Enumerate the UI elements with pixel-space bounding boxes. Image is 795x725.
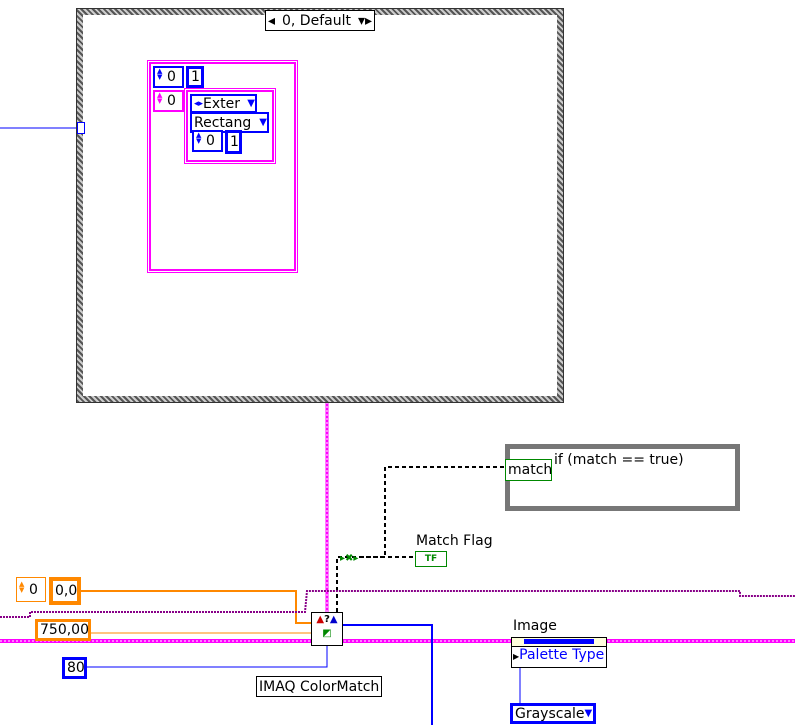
formula-code[interactable]: if (match == true) bbox=[554, 452, 684, 468]
array-index-outer[interactable]: ▲▼0 bbox=[153, 66, 184, 88]
error-arrows-icon: ▸✖▸ bbox=[340, 553, 358, 564]
point-constant[interactable]: 0,0 bbox=[49, 577, 81, 605]
decrement-icon[interactable]: ◂ bbox=[268, 12, 276, 29]
point-wire bbox=[80, 590, 312, 624]
case-selector-terminal bbox=[77, 122, 85, 134]
array-value-outer[interactable]: 1 bbox=[186, 66, 204, 88]
selector-dropdown-icon[interactable]: ▾▸ bbox=[357, 12, 372, 29]
image-property-node[interactable]: ▶Palette Type bbox=[511, 637, 607, 668]
inner-array-value[interactable]: 1 bbox=[225, 130, 242, 154]
enum-arrows-icon: ◂▸ bbox=[194, 98, 204, 109]
imaq-colormatch-label: IMAQ ColorMatch bbox=[256, 676, 383, 697]
numeric-wire-out bbox=[342, 624, 433, 725]
array-index-pink[interactable]: ▲▼0 bbox=[153, 90, 184, 112]
color-swatch-icon: ◩ bbox=[322, 628, 332, 639]
dropdown-icon[interactable]: ▼ bbox=[584, 708, 593, 719]
spinner-icon[interactable]: ▲▼ bbox=[157, 67, 163, 81]
boolean-wire-formula bbox=[336, 466, 505, 612]
image-label: Image bbox=[513, 618, 557, 634]
match-flag-indicator[interactable]: TF bbox=[415, 551, 447, 567]
numeric-constant-80[interactable]: 80 bbox=[62, 657, 87, 679]
spinner-icon[interactable]: ▲▼ bbox=[19, 579, 25, 594]
image-wire bbox=[0, 590, 795, 618]
color-histogram-icon: ▲?▲ bbox=[316, 614, 338, 625]
imaq-colormatch-node[interactable]: ▲?▲ ◩ bbox=[311, 612, 343, 646]
palette-type-constant[interactable]: Grayscale▼ bbox=[510, 703, 596, 724]
numeric-wire-80 bbox=[86, 645, 328, 668]
inner-cluster[interactable] bbox=[184, 88, 276, 164]
minimum-score-constant[interactable]: 750,00 bbox=[35, 619, 91, 641]
spinner-icon[interactable]: ▲▼ bbox=[196, 131, 202, 145]
spinner-icon[interactable]: ▲▼ bbox=[157, 91, 163, 105]
cluster-constant[interactable] bbox=[147, 60, 298, 273]
dropdown-icon[interactable]: ▼ bbox=[259, 117, 267, 128]
inner-array-index[interactable]: ▲▼0 bbox=[192, 130, 223, 152]
enum-constant[interactable]: ◂▸Exter▼ bbox=[190, 94, 257, 113]
formula-input-match[interactable]: match bbox=[505, 459, 552, 481]
match-flag-label: Match Flag bbox=[416, 533, 493, 549]
dropdown-icon[interactable]: ▼ bbox=[247, 98, 255, 109]
case-selector[interactable]: ◂0, Default▾▸ bbox=[265, 10, 375, 31]
arrow-icon: ▶ bbox=[513, 652, 520, 661]
index-spinner-constant[interactable]: ▲▼0 bbox=[16, 577, 46, 602]
